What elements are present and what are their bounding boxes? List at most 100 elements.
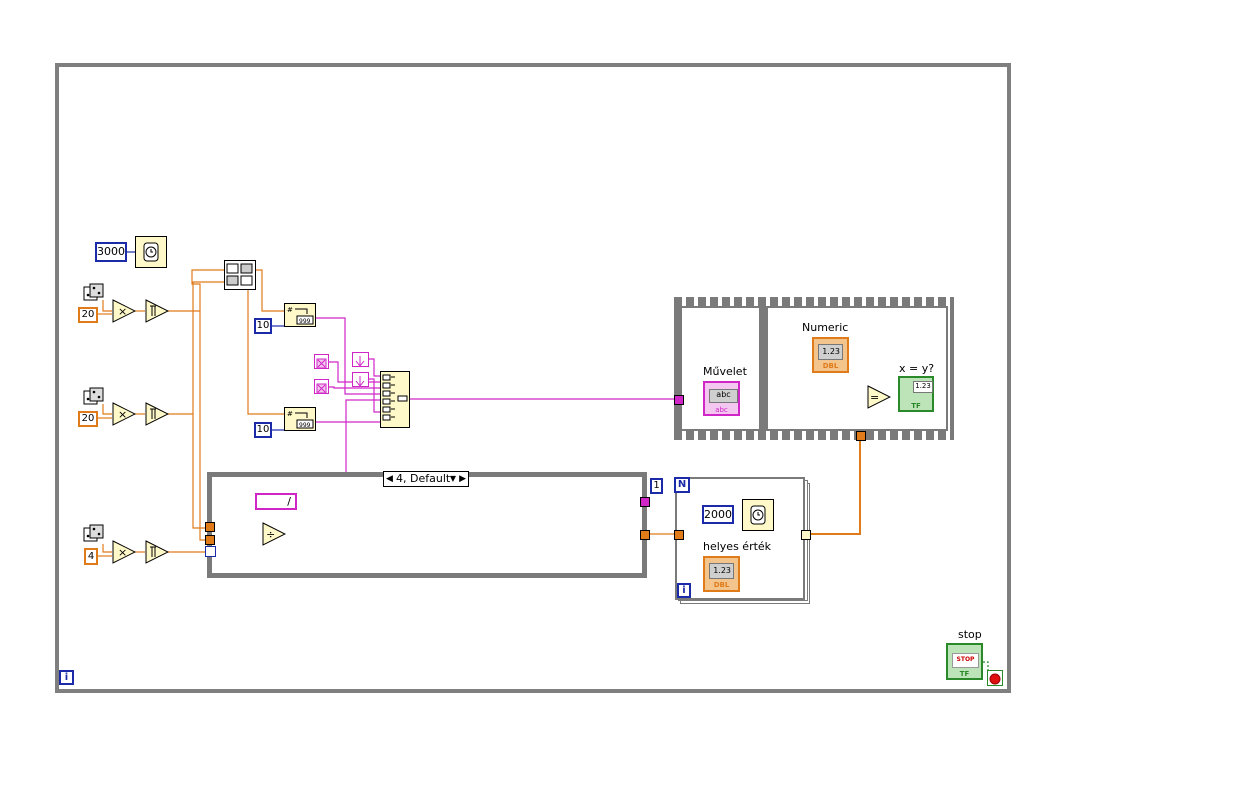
concatenate-icon xyxy=(382,374,408,421)
numeric-control-value[interactable]: 1.23 xyxy=(818,344,843,360)
random-number-b xyxy=(83,387,105,407)
wire-eq-2 xyxy=(369,378,380,413)
divide-node: ÷ xyxy=(262,522,286,546)
space-constant-1 xyxy=(314,354,329,369)
numeric-control[interactable]: 1.23 DBL xyxy=(812,337,849,373)
compare-indicator-type: TF xyxy=(911,402,921,410)
wire-swap-to-fmt-b xyxy=(247,282,284,415)
divide-symbol: ÷ xyxy=(266,528,275,541)
space-icon xyxy=(316,358,327,369)
helyes-ertek-label: helyes érték xyxy=(703,540,772,553)
random-number-a xyxy=(83,283,105,303)
while-loop-iteration-terminal: i xyxy=(59,670,74,685)
multiply-symbol: × xyxy=(118,408,127,421)
case-next-arrow[interactable]: ▶ xyxy=(459,474,466,484)
stop-button-face[interactable]: STOP xyxy=(952,653,979,668)
svg-text:999: 999 xyxy=(299,422,311,429)
wire-eq-1 xyxy=(369,358,380,377)
wire-fmt-a-out xyxy=(315,317,380,395)
swap-icon xyxy=(226,263,253,286)
mult-c-constant[interactable]: 4 xyxy=(84,548,98,565)
stop-button-type: TF xyxy=(959,670,970,678)
case-selector[interactable]: ◀ 4, Default ▶ ▼ xyxy=(383,471,469,487)
format-icon: #999 xyxy=(287,306,314,325)
helyes-ertek-indicator: 1.23 DBL xyxy=(703,556,740,592)
case-tunnel-out-num xyxy=(640,530,650,540)
wire-round-a-up xyxy=(191,269,226,311)
wire-round-b-up xyxy=(192,281,226,414)
muvelet-indicator: abc abc xyxy=(703,381,740,416)
space-icon xyxy=(316,383,327,394)
mult-a-constant[interactable]: 20 xyxy=(78,307,98,323)
number-to-string-a: #999 xyxy=(284,303,316,327)
equal-symbol: = xyxy=(870,391,879,404)
muvelet-indicator-text: abc xyxy=(709,389,738,403)
eq-string-constant-2 xyxy=(352,372,369,387)
arrow-down-icon xyxy=(355,356,365,367)
multiply-symbol: × xyxy=(118,546,127,559)
for-loop-count-value[interactable]: 1 xyxy=(650,478,663,494)
wait-ms-constant-inner[interactable]: 2000 xyxy=(702,505,734,524)
arrow-down-icon xyxy=(355,376,365,387)
wire-swap-to-fmt-a xyxy=(256,269,284,312)
width-constant-b[interactable]: 10 xyxy=(254,422,272,438)
seq-tunnel-in-str xyxy=(674,395,684,405)
wire-rand-c xyxy=(102,544,112,553)
width-constant-a[interactable]: 10 xyxy=(254,318,272,334)
clock-icon xyxy=(143,242,159,262)
seq-tunnel-in-num xyxy=(856,431,866,441)
loop-condition-terminal xyxy=(987,670,1003,686)
case-tunnel-in-a xyxy=(205,522,215,532)
for-loop xyxy=(675,477,805,600)
concatenate-strings-node xyxy=(380,371,410,428)
for-loop-iteration-terminal: i xyxy=(677,583,691,598)
case-dropdown-icon[interactable]: ▼ xyxy=(449,474,456,483)
sequence-frame-1 xyxy=(680,306,761,431)
wait-ms-constant-outer[interactable]: 3000 xyxy=(95,242,127,262)
svg-text:#: # xyxy=(287,410,293,418)
multiply-node-c: × xyxy=(112,540,136,564)
for-loop-count-terminal: N xyxy=(674,477,690,493)
eq-string-constant-1 xyxy=(352,352,369,367)
compare-indicator-value: 1.23 xyxy=(913,381,933,393)
wire-space-2 xyxy=(329,386,380,389)
muvelet-label: Művelet xyxy=(703,365,747,378)
dice-icon xyxy=(83,283,104,301)
stop-button[interactable]: STOP TF xyxy=(946,643,983,680)
wait-ms-node-outer xyxy=(135,236,167,268)
operator-string-constant[interactable]: / xyxy=(255,493,297,510)
case-prev-arrow[interactable]: ◀ xyxy=(386,474,393,484)
numeric-label: Numeric xyxy=(802,321,849,334)
format-icon: #999 xyxy=(287,410,314,429)
round-node-a xyxy=(145,299,169,323)
dice-icon xyxy=(83,387,104,405)
wire-round-b-out xyxy=(167,413,210,529)
svg-text:999: 999 xyxy=(299,318,311,325)
compare-label: x = y? xyxy=(899,362,935,375)
wait-ms-node-inner xyxy=(742,499,774,531)
number-to-string-b: #999 xyxy=(284,407,316,431)
swap-node xyxy=(224,260,256,290)
clock-icon xyxy=(750,505,766,525)
case-selector-terminal xyxy=(205,546,216,557)
space-constant-2 xyxy=(314,379,329,394)
wire-rand-a xyxy=(102,300,112,312)
random-number-c xyxy=(83,524,105,544)
wire-case-op-to-concat xyxy=(345,399,380,472)
wire-round-a-out xyxy=(167,310,210,541)
dice-icon xyxy=(83,524,104,542)
multiply-node-a: × xyxy=(112,299,136,323)
compare-indicator: 1.23 TF xyxy=(898,376,934,412)
while-loop xyxy=(55,63,1011,693)
multiply-node-b: × xyxy=(112,402,136,426)
mult-b-constant[interactable]: 20 xyxy=(78,411,98,427)
case-tunnel-out-str xyxy=(640,497,650,507)
for-tunnel-in xyxy=(674,530,684,540)
stop-label: stop xyxy=(958,628,982,641)
round-node-c xyxy=(145,540,169,564)
numeric-control-type: DBL xyxy=(822,362,839,370)
svg-text:#: # xyxy=(287,306,293,314)
helyes-ertek-value: 1.23 xyxy=(709,563,734,579)
for-tunnel-out xyxy=(801,530,811,540)
